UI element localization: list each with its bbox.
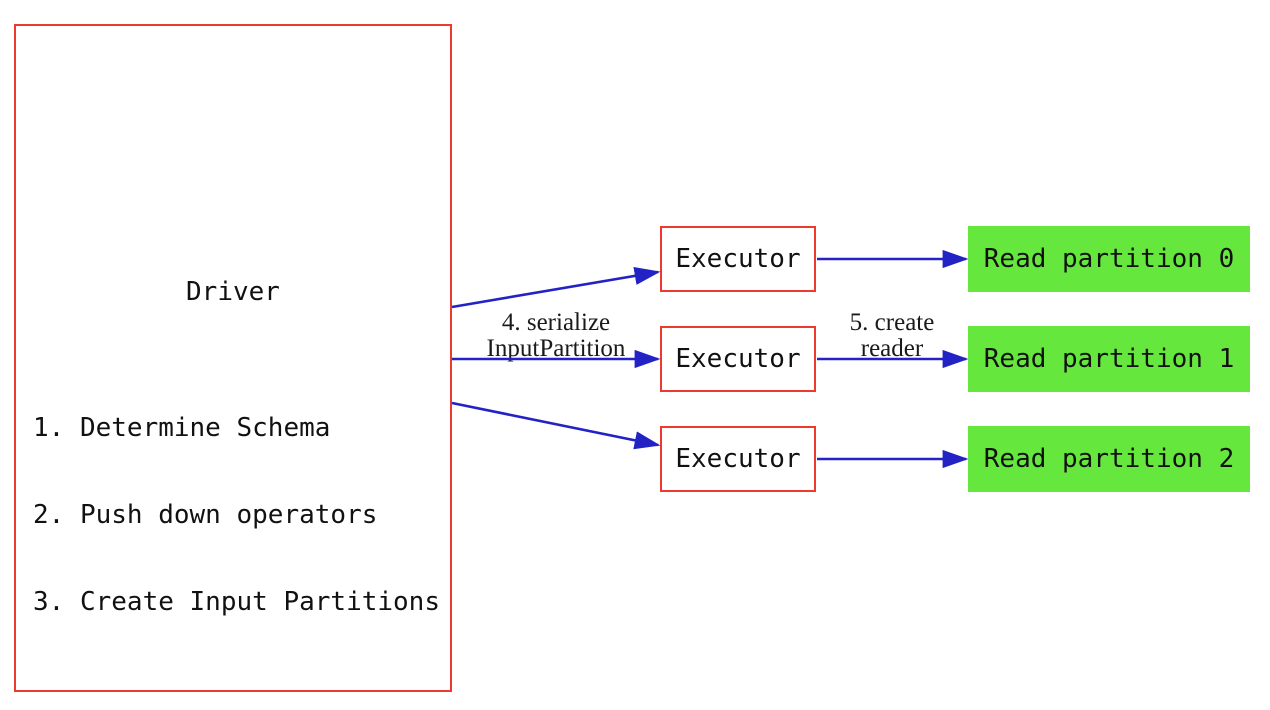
executor-box-0: Executor bbox=[660, 226, 816, 292]
executor-box-2: Executor bbox=[660, 426, 816, 492]
serialize-inputpartition-label: 4. serialize InputPartition bbox=[456, 310, 656, 362]
driver-step: 3. Create Input Partitions bbox=[33, 587, 440, 617]
arrow-driver-to-executor-2 bbox=[451, 401, 661, 450]
create-reader-label: 5. create reader bbox=[812, 310, 972, 362]
driver-title: Driver bbox=[186, 277, 280, 307]
executor-label: Executor bbox=[675, 344, 801, 374]
partition-label: Read partition 0 bbox=[983, 244, 1235, 274]
serialize-label-line2: InputPartition bbox=[486, 335, 626, 362]
driver-step: 1. Determine Schema bbox=[33, 413, 331, 443]
create-reader-label-line1: 5. create bbox=[849, 309, 935, 336]
partition-label: Read partition 2 bbox=[983, 444, 1235, 474]
executor-label: Executor bbox=[675, 244, 801, 274]
driver-step: 2. Push down operators bbox=[33, 500, 378, 530]
create-reader-label-line2: reader bbox=[860, 335, 924, 362]
executor-box-1: Executor bbox=[660, 326, 816, 392]
driver-box bbox=[14, 24, 452, 692]
driver-steps: 1. Determine Schema 2. Push down operato… bbox=[33, 356, 440, 675]
executor-label: Executor bbox=[675, 444, 801, 474]
partition-label: Read partition 1 bbox=[983, 344, 1235, 374]
partition-box-1: Read partition 1 bbox=[968, 326, 1250, 392]
partition-box-2: Read partition 2 bbox=[968, 426, 1250, 492]
arrow-driver-to-executor-0 bbox=[451, 266, 661, 309]
partition-box-0: Read partition 0 bbox=[968, 226, 1250, 292]
serialize-label-line1: 4. serialize bbox=[501, 309, 611, 336]
